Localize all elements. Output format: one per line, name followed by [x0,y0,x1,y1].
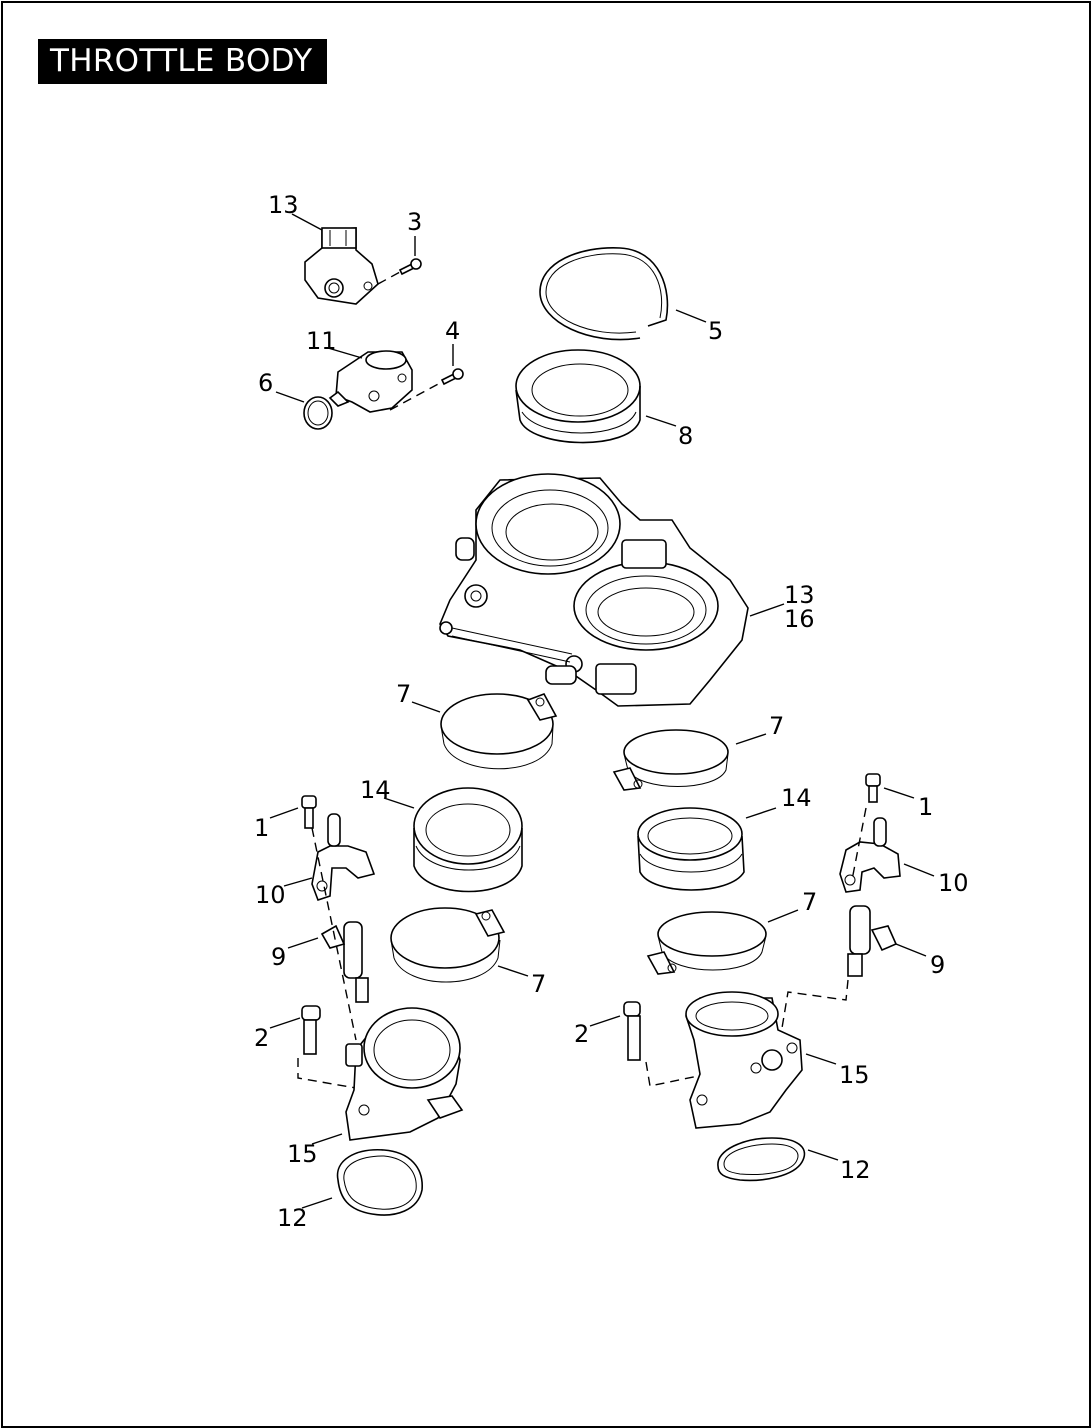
idle-air-control-valve [328,350,413,413]
callout-12-a: 12 [277,1204,308,1232]
callout-14-b: 14 [781,784,812,812]
hose-clamp-lower-left [390,907,506,983]
fuel-rail-bracket-left [311,813,376,902]
fuel-rail-bracket-right [839,817,901,893]
callout-16: 16 [784,605,815,633]
hose-clamp-lower-right [646,911,767,975]
callout-15-b: 15 [839,1061,870,1089]
bolt-2-right [623,1001,641,1061]
manifold-gasket-right [717,1137,806,1182]
air-cleaner-seal [515,349,641,444]
callout-9-b: 9 [930,951,945,979]
page-title: THROTTLE BODY [38,39,327,84]
leader-dash-3 [377,271,401,285]
retaining-ring [539,247,669,341]
alignment-dash-right-1 [851,807,867,881]
fuel-injector-right [847,905,898,977]
o-ring [303,396,333,430]
callout-13-throttle: 13 [784,581,815,609]
screw-4 [440,368,464,386]
hose-clamp-upper-left [440,693,558,770]
callout-10-a: 10 [255,881,286,909]
throttle-position-sensor [304,227,379,305]
callout-1-a: 1 [254,814,269,842]
callout-6: 6 [258,369,273,397]
screw-3 [398,258,422,276]
fuel-injector-left [320,921,369,1003]
callout-2-a: 2 [254,1024,269,1052]
callout-7-d: 7 [802,888,817,916]
bolt-2-left [301,1005,321,1055]
callout-7-c: 7 [531,970,546,998]
intake-manifold-left [345,1007,464,1141]
callout-14-a: 14 [360,776,391,804]
callout-8: 8 [678,422,693,450]
callout-4: 4 [445,317,460,345]
leader-lines [269,213,935,1209]
callout-2-b: 2 [574,1020,589,1048]
callout-5: 5 [708,317,723,345]
callout-3: 3 [407,208,422,236]
alignment-dash-right-3 [645,1061,699,1087]
callout-12-b: 12 [840,1156,871,1184]
leader-dash-4 [389,381,443,411]
bolt-1-right [865,773,881,803]
intake-manifold-right [685,991,803,1129]
bolt-1-left [301,795,317,829]
alignment-dash-left-2 [297,1058,357,1089]
callout-11: 11 [306,327,337,355]
throttle-body-assembly [439,473,749,707]
callout-1-b: 1 [918,793,933,821]
intake-boot-right [637,807,745,891]
callout-7-a: 7 [396,680,411,708]
callout-15-a: 15 [287,1140,318,1168]
callout-7-b: 7 [769,712,784,740]
hose-clamp-upper-right [612,729,729,791]
alignment-dash-right-2 [781,979,849,1029]
callout-9-a: 9 [271,943,286,971]
manifold-gasket-left [336,1149,423,1216]
callout-13-sensor: 13 [268,191,299,219]
intake-boot-left [413,787,523,893]
alignment-dash-left-1 [311,827,357,1041]
callout-10-b: 10 [938,869,969,897]
